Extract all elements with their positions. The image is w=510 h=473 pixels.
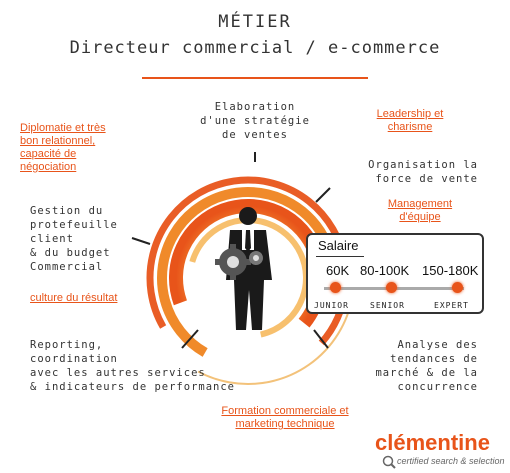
text-line: Formation commerciale et — [221, 405, 349, 417]
competence-tendances: Analyse des tendances de marché & de la … — [330, 338, 478, 394]
salary-title: Salaire — [318, 238, 359, 253]
qualite-management: Management d'équipe — [370, 198, 470, 224]
competence-portefeuille: Gestion du protefeuille client & du budg… — [30, 204, 118, 274]
text-line: tendances de — [390, 353, 478, 365]
text-line: Leadership et — [376, 108, 444, 120]
salary-junior-dot — [330, 282, 341, 293]
text-line: & du budget — [30, 247, 111, 259]
qualite-leadership: Leadership et charisme — [360, 108, 460, 134]
qualite-formation: Formation commerciale et marketing techn… — [205, 405, 365, 431]
text-line: Elaboration — [214, 101, 296, 113]
magnifier-icon — [382, 455, 396, 469]
competence-strategie: Elaboration d'une stratégie de ventes — [190, 100, 320, 142]
text-line: Analyse des — [397, 339, 478, 351]
salary-junior-label: JUNIOR — [314, 301, 349, 310]
logo-name: clémentine — [375, 430, 490, 455]
text-line: culture du résultat — [30, 292, 118, 304]
clementine-logo: clémentine certified search & selection — [375, 430, 505, 470]
salary-expert-dot — [452, 282, 463, 293]
text-line: Diplomatie et très — [20, 122, 106, 134]
salary-senior-value: 80-100K — [360, 263, 410, 278]
text-line: Organisation la — [368, 159, 478, 171]
qualite-diplomatie: Diplomatie et très bon relationnel, capa… — [20, 122, 106, 174]
page-title-job: Directeur commercial / e-commerce — [69, 38, 441, 58]
salary-expert-label: EXPERT — [434, 301, 469, 310]
text-line: d'une stratégie — [200, 115, 310, 127]
text-line: de ventes — [222, 129, 288, 141]
text-line: concurrence — [397, 381, 478, 393]
salary-junior-value: 60K — [326, 263, 350, 278]
qualite-resultat: culture du résultat — [30, 292, 117, 305]
text-line: charisme — [387, 121, 433, 133]
text-line: Reporting, — [30, 339, 104, 351]
competence-organisation: Organisation la force de vente — [330, 158, 478, 186]
page-title-metier: MÉTIER — [218, 12, 292, 32]
logo-tagline: certified search & selection — [397, 456, 505, 466]
text-line: capacité de — [20, 148, 77, 160]
salary-expert-value: 150-180K — [422, 263, 479, 278]
ring-graphic — [141, 171, 355, 385]
salary-senior-label: SENIOR — [370, 301, 405, 310]
text-line: protefeuille — [30, 219, 118, 231]
text-line: force de vente — [375, 173, 478, 185]
text-line: d'équipe — [399, 211, 441, 223]
title-divider — [142, 77, 368, 79]
text-line: Gestion du — [30, 205, 104, 217]
text-line: bon relationnel, — [20, 135, 96, 147]
text-line: marché & de la — [375, 367, 478, 379]
text-line: Commercial — [30, 261, 104, 273]
text-line: avec les autres services — [30, 367, 206, 379]
text-line: client — [30, 233, 74, 245]
salary-senior-dot — [386, 282, 397, 293]
salary-card: Salaire 60K 80-100K 150-180K JUNIOR SENI… — [306, 233, 484, 314]
competence-reporting: Reporting, coordination avec les autres … — [30, 338, 235, 394]
text-line: Management — [387, 198, 453, 210]
small-gear-icon — [249, 251, 263, 265]
gear-icon — [215, 244, 251, 280]
text-line: négociation — [20, 161, 77, 173]
text-line: & indicateurs de performance — [30, 381, 236, 393]
text-line: marketing technique — [235, 418, 335, 430]
salary-title-underline — [316, 256, 364, 257]
text-line: coordination — [30, 353, 118, 365]
